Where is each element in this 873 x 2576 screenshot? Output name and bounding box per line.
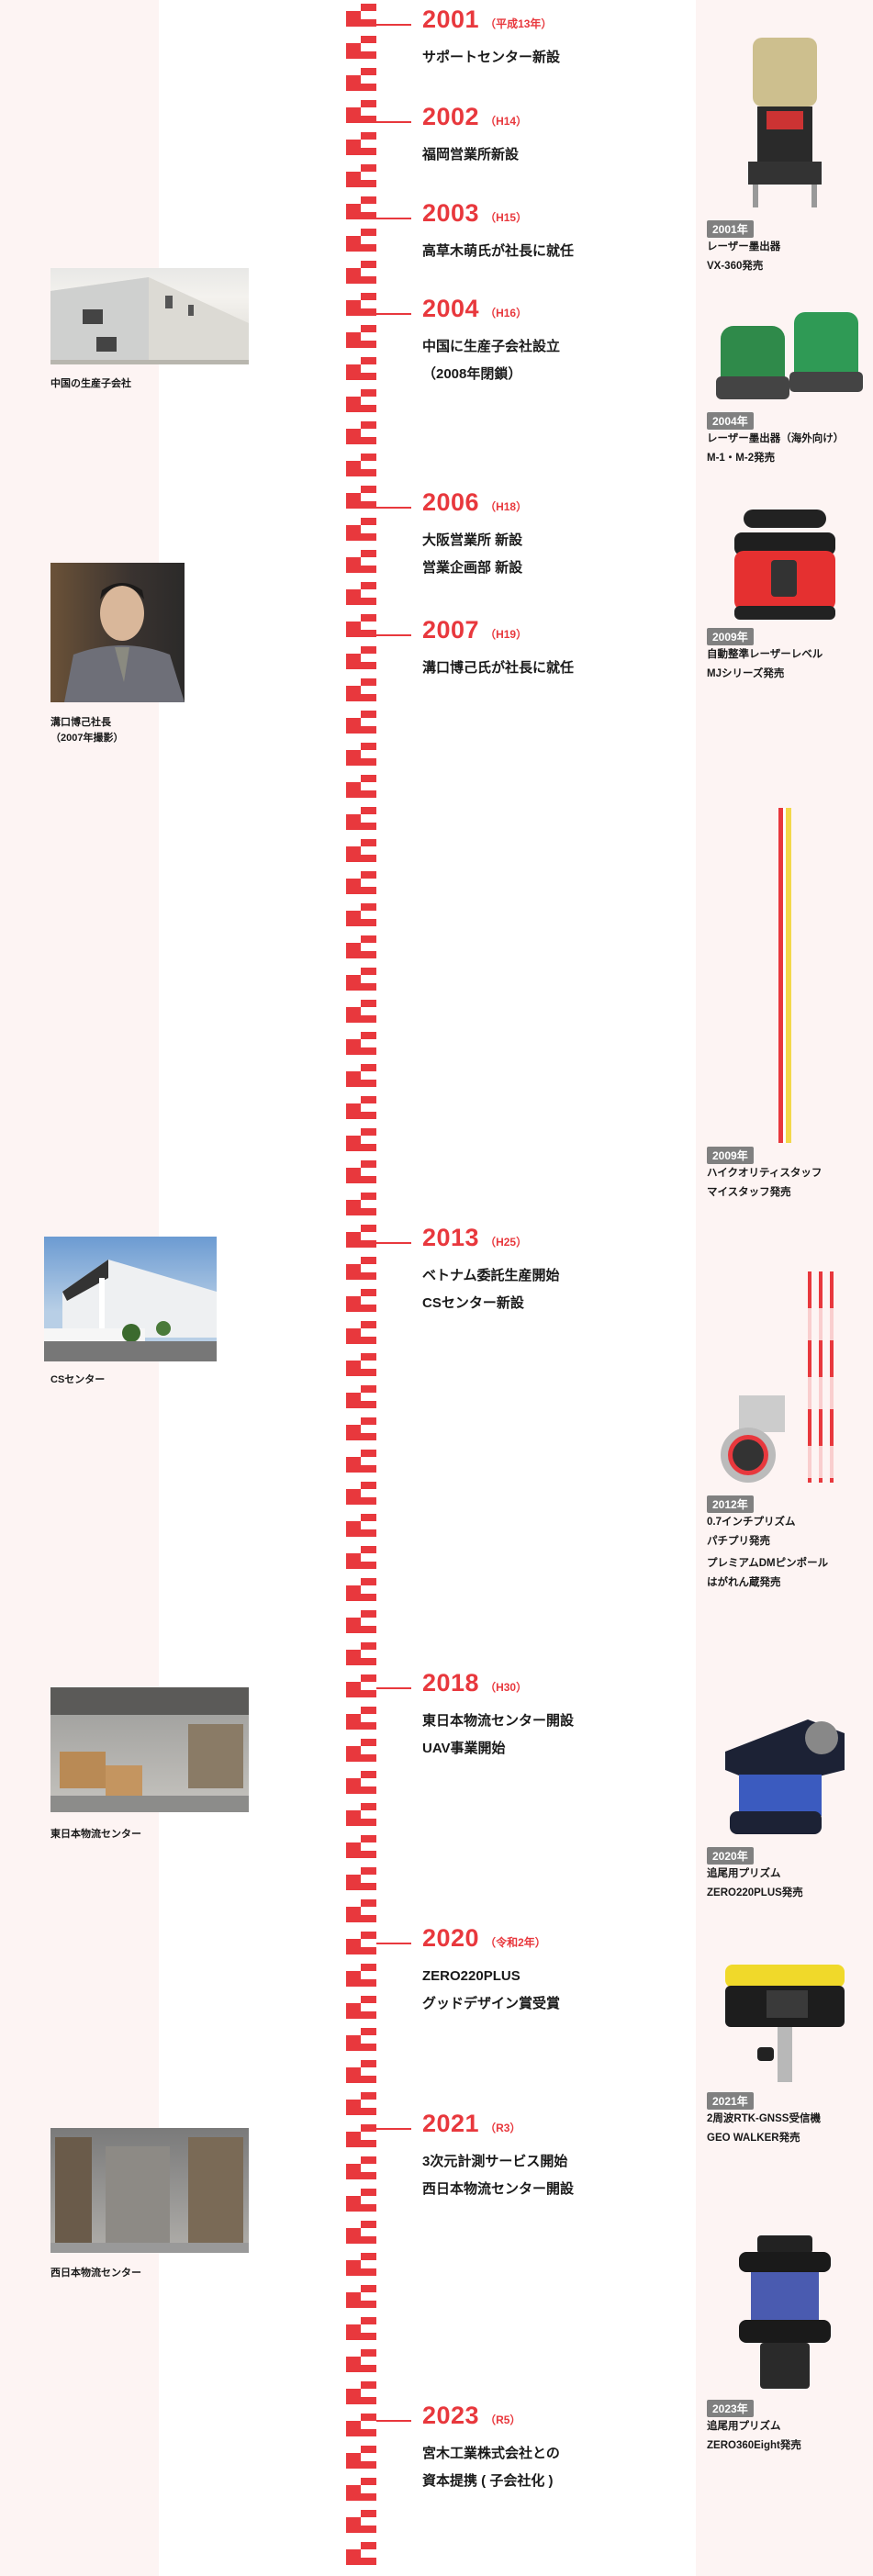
era-label: （平成13年） [485,17,553,30]
west-logistics-center-photo [50,2128,249,2253]
era-label: （H16） [485,307,528,319]
event-year: 2004（H16） [422,295,528,322]
connector-line [376,313,411,315]
era-label: （H15） [485,211,528,224]
photo-caption: 中国の生産子会社 [50,378,131,389]
event-year: 2013（H25） [422,1224,528,1251]
china-factory-photo [50,268,249,364]
ruler-timeline-bar [346,0,377,2570]
connector-line [376,2128,411,2130]
laser-marker-image [748,38,822,207]
year-badge: 2004年 [707,412,754,430]
product-m1-m2: 2004年 レーザー墨出器（海外向け）M-1・M-2発売 [707,308,863,468]
connector-line [376,218,411,219]
photo-caption: 東日本物流センター [50,1829,141,1840]
event-description: サポートセンター新設 [422,50,561,65]
connector-line [376,1943,411,1944]
event-year: 2021（R3） [422,2110,521,2137]
year-badge: 2009年 [707,1147,754,1164]
era-label: （H19） [485,628,528,641]
prism-and-pin-pole-image [721,1271,834,1483]
event-description: 宮木工業株式会社との資本提携 ( 子会社化 ) [422,2446,560,2489]
year-badge: 2012年 [707,1495,754,1513]
year-badge: 2001年 [707,220,754,238]
event-year: 2020（令和2年） [422,1924,546,1952]
tracking-prism-image [725,1719,845,1834]
event-year: 2003（H15） [422,199,528,227]
connector-line [376,634,411,636]
event-year: 2006（H18） [422,488,528,516]
era-label: （R3） [485,2122,521,2134]
east-logistics-center-photo [50,1687,249,1812]
era-label: （H30） [485,1681,528,1694]
product-my-staff: 2009年 ハイクオリティスタッフマイスタッフ発売 [707,808,863,1203]
product-prism-and-pole: 2012年 0.7インチプリズムパチプリ発売プレミアムDMピンポールはがれん蔵発… [707,1271,863,1593]
product-description: 0.7インチプリズムパチプリ発売プレミアムDMピンポールはがれん蔵発売 [707,1517,829,1588]
year-badge: 2021年 [707,2092,754,2110]
rotating-laser-level-image [734,510,835,620]
tracking-prism-360-image [739,2235,831,2389]
connector-line [376,24,411,26]
president-portrait-photo [50,563,185,702]
leveling-staff-image [778,808,791,1143]
year-badge: 2023年 [707,2400,754,2417]
connector-line [376,121,411,123]
connector-line [376,1687,411,1689]
photo-caption: 西日本物流センター [50,2268,141,2279]
connector-line [376,507,411,509]
event-description: 大阪営業所 新設営業企画部 新設 [422,532,523,576]
era-label: （H18） [485,500,528,513]
era-label: （令和2年） [485,1936,546,1949]
event-description: 中国に生産子会社設立（2008年閉鎖） [422,339,561,382]
event-year: 2001（平成13年） [422,6,553,33]
event-year: 2007（H19） [422,616,528,644]
era-label: （H14） [485,115,528,128]
event-description: 高草木萌氏が社長に就任 [422,243,575,259]
photo-caption: CSセンター [50,1374,106,1385]
era-label: （R5） [485,2414,521,2426]
event-description: 溝口博己氏が社長に就任 [422,660,575,676]
event-description: 福岡営業所新設 [422,147,520,162]
gnss-receiver-image [725,1965,845,2082]
event-year: 2018（H30） [422,1669,528,1697]
cs-center-photo [44,1237,217,1361]
event-year: 2002（H14） [422,103,528,130]
connector-line [376,1242,411,1244]
event-year: 2023（R5） [422,2402,521,2429]
era-label: （H25） [485,1236,528,1249]
year-badge: 2009年 [707,628,754,645]
photo-caption: 溝口博己社長（2007年撮影） [50,717,124,744]
year-badge: 2020年 [707,1847,754,1865]
connector-line [376,2420,411,2422]
product-description: レーザー墨出器（海外向け）M-1・M-2発売 [707,433,845,464]
laser-marker-pair-image [716,312,863,399]
product-description: ハイクオリティスタッフマイスタッフ発売 [707,1168,823,1198]
event-description: 3次元計測サービス開始西日本物流センター開設 [422,2154,575,2197]
